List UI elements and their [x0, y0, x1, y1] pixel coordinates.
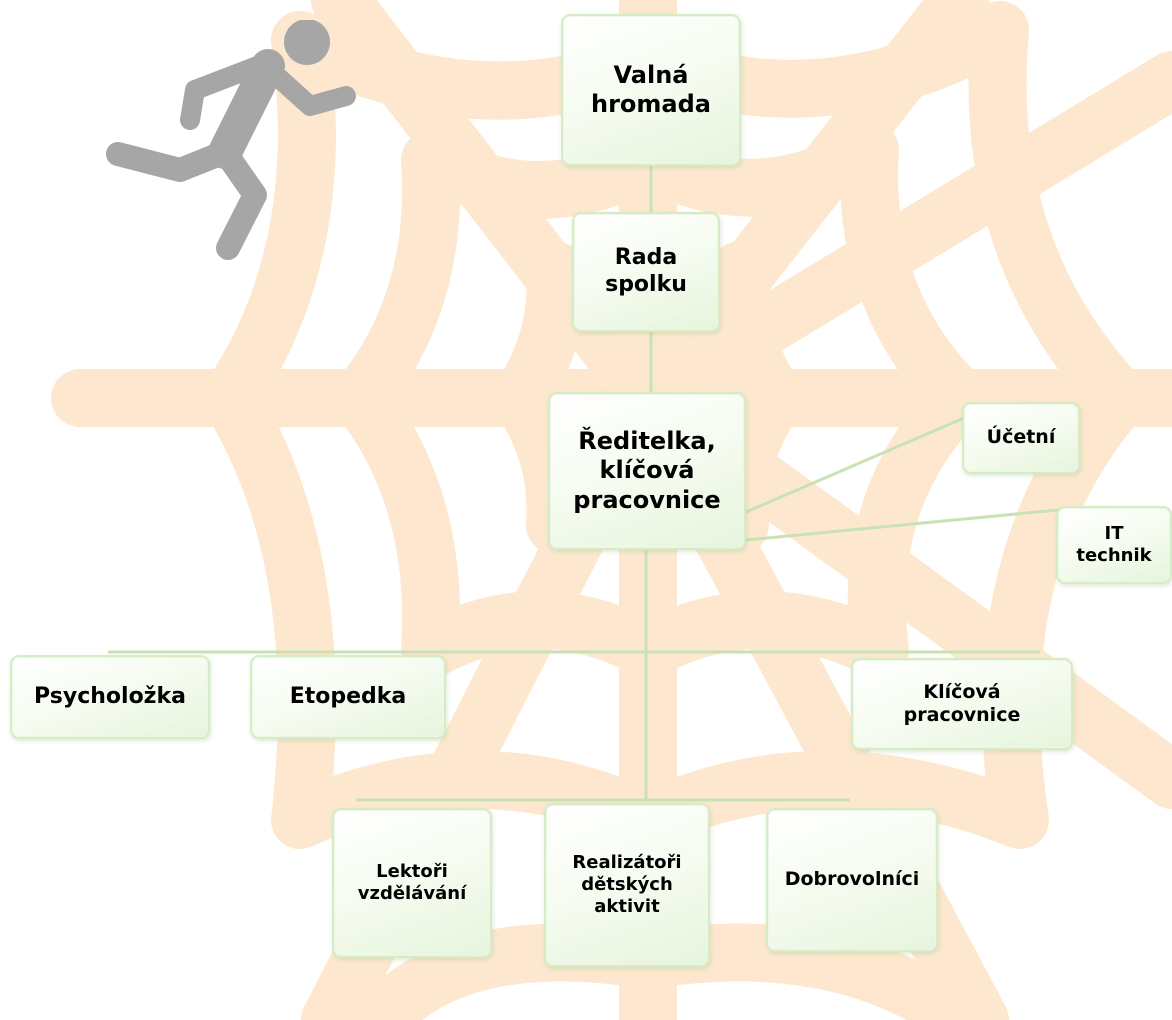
- node-rada-spolku[interactable]: Rada spolku: [572, 212, 720, 332]
- connector-reditelka-ucetni: [745, 416, 965, 514]
- running-person-icon: [106, 20, 356, 260]
- node-etopedka[interactable]: Etopedka: [250, 655, 446, 739]
- node-psycholozka[interactable]: Psycholožka: [10, 655, 210, 739]
- node-realizatori-detskych-aktivit[interactable]: Realizátoři dětských aktivit: [544, 803, 710, 967]
- node-reditelka[interactable]: Ředitelka, klíčová pracovnice: [548, 392, 746, 550]
- node-lektori-vzdelavani[interactable]: Lektoři vzdělávání: [332, 808, 492, 958]
- node-ucetni[interactable]: Účetní: [962, 402, 1080, 474]
- node-klicova-pracovnice[interactable]: Klíčová pracovnice: [851, 658, 1073, 750]
- connector-reditelka-it: [745, 508, 1059, 542]
- node-valna-hromada[interactable]: Valná hromada: [561, 14, 741, 166]
- node-it-technik[interactable]: IT technik: [1056, 506, 1172, 584]
- node-dobrovolnici[interactable]: Dobrovolníci: [766, 808, 938, 952]
